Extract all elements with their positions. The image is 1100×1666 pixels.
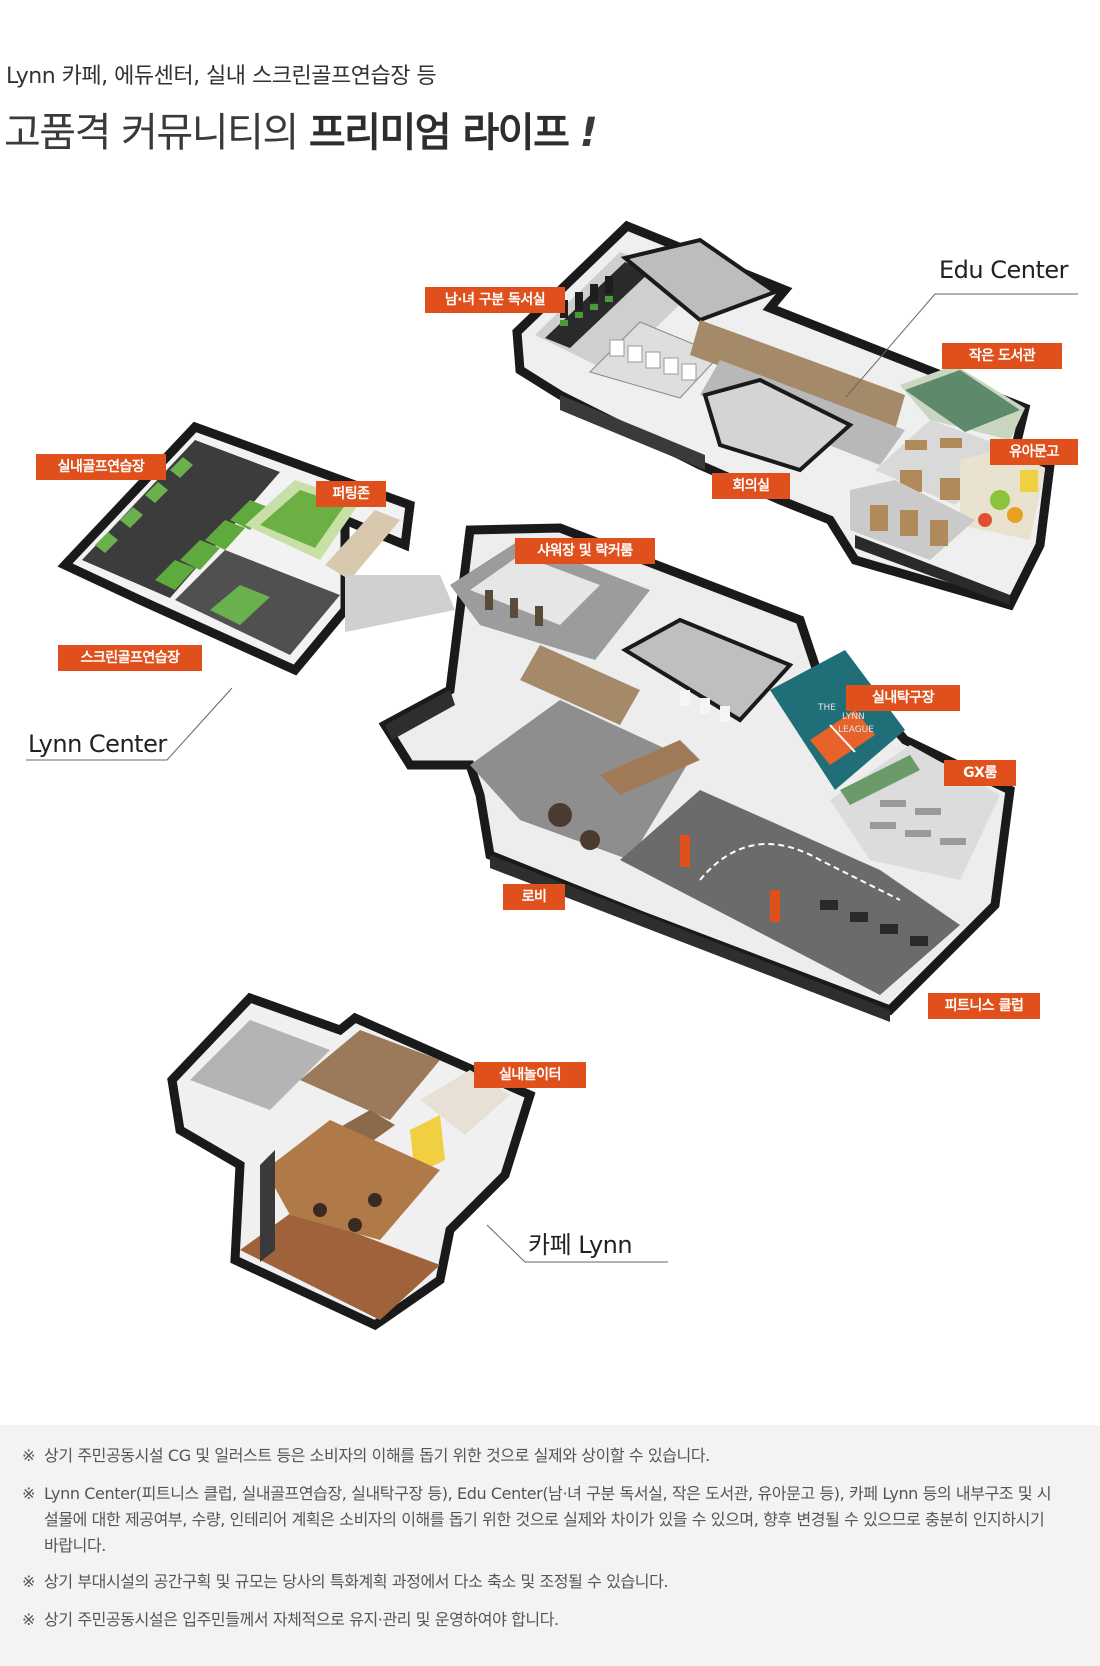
edu-center-label: Edu Center bbox=[939, 256, 1069, 284]
note-2: ※ Lynn Center(피트니스 클럽, 실내골프연습장, 실내탁구장 등)… bbox=[22, 1484, 1052, 1555]
lynn-league-sign: THE bbox=[817, 703, 836, 713]
page-title: 고품격 커뮤니티의 프리미엄 라이프 ! bbox=[4, 100, 598, 158]
note-1: ※ 상기 주민공동시설 CG 및 일러스트 등은 소비자의 이해를 돕기 위한 … bbox=[22, 1446, 710, 1465]
lobby-area bbox=[470, 700, 700, 860]
lynn-center-block: THE LYNN LEAGUE bbox=[57, 421, 1015, 1022]
disclaimer-notes: ※ 상기 주민공동시설 CG 및 일러스트 등은 소비자의 이해를 돕기 위한 … bbox=[0, 1425, 1100, 1666]
tag-lobby: 로비 bbox=[503, 884, 565, 910]
golf-screens bbox=[95, 457, 193, 553]
kids-toys bbox=[978, 470, 1038, 527]
note-3: ※ 상기 부대시설의 공간구획 및 규모는 당사의 특화계획 과정에서 다소 축… bbox=[22, 1572, 669, 1591]
tag-reading-room: 남·녀 구분 독서실 bbox=[425, 287, 565, 313]
tag-indoor-golf: 실내골프연습장 bbox=[36, 454, 166, 480]
page-subtitle: Lynn 카페, 에듀센터, 실내 스크린골프연습장 등 bbox=[6, 64, 437, 89]
svg-text:LYNN: LYNN bbox=[842, 712, 865, 722]
tag-shower-locker: 샤워장 및 락커룸 bbox=[515, 538, 655, 564]
title-part2: 프리미엄 라이프 bbox=[308, 110, 570, 156]
tag-small-library: 작은 도서관 bbox=[942, 343, 1062, 369]
tag-kids-library: 유아문고 bbox=[990, 439, 1078, 465]
tag-screen-golf: 스크린골프연습장 bbox=[58, 645, 202, 671]
svg-text:LEAGUE: LEAGUE bbox=[838, 725, 874, 735]
cafe-lynn-label: 카페 Lynn bbox=[528, 1231, 633, 1259]
tag-gx-room: GX룸 bbox=[944, 760, 1016, 786]
edu-center-block bbox=[512, 220, 1055, 611]
tag-meeting-room: 회의실 bbox=[712, 473, 790, 499]
leader-lines bbox=[26, 293, 1078, 1263]
tag-putting-zone: 퍼팅존 bbox=[316, 481, 386, 507]
title-exclamation: ! bbox=[579, 110, 598, 156]
lynn-center-label: Lynn Center bbox=[28, 730, 167, 758]
community-floorplan-illustration: THE LYNN LEAGUE bbox=[26, 220, 1078, 1331]
title-part1: 고품격 커뮤니티의 bbox=[4, 110, 299, 156]
note-4: ※ 상기 주민공동시설은 입주민들께서 자체적으로 유지·관리 및 운영하여야 … bbox=[22, 1610, 559, 1629]
tag-table-tennis: 실내탁구장 bbox=[846, 685, 960, 711]
fitness-gym-floor bbox=[620, 790, 960, 995]
tag-indoor-playground: 실내놀이터 bbox=[474, 1062, 586, 1088]
tag-fitness-club: 피트니스 클럽 bbox=[928, 993, 1040, 1019]
cafe-lynn-block bbox=[167, 992, 536, 1331]
